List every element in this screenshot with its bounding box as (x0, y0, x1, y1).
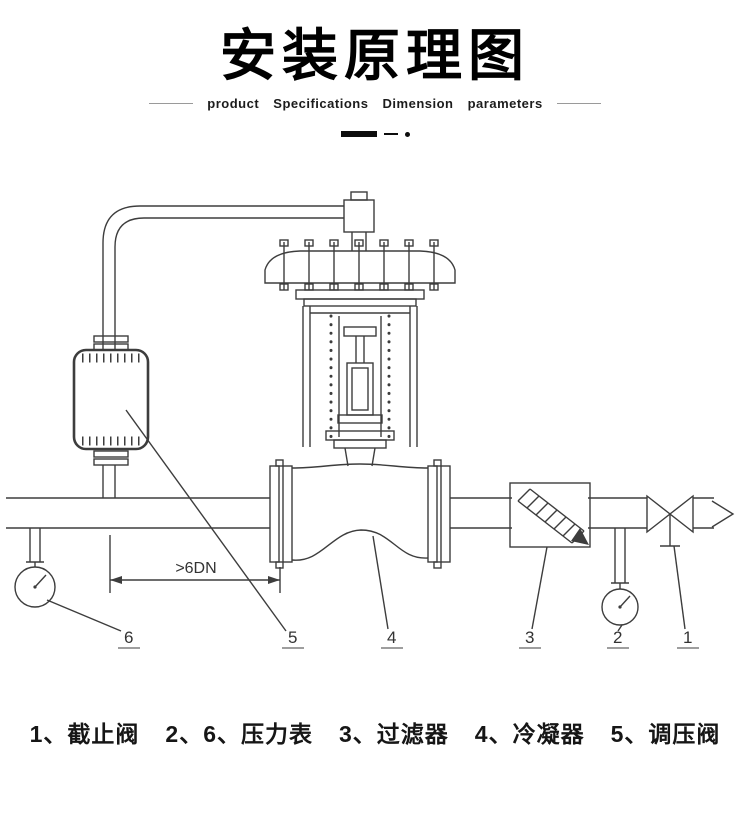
valve-yoke (302, 306, 418, 467)
installation-diagram: >6DN (6, 191, 735, 649)
callout-2: 2 (613, 628, 622, 647)
callout-6: 6 (124, 628, 133, 647)
legend-item-stop-valve: 1、截止阀 (29, 721, 140, 748)
divider-dot (404, 131, 410, 137)
legend-item-condenser: 4、冷凝器 (474, 721, 585, 748)
callout-1: 1 (683, 628, 692, 647)
condensate-tank (72, 335, 150, 499)
callout-4: 4 (387, 628, 396, 647)
page-title: 安装原理图 (220, 24, 530, 87)
callout-5: 5 (288, 628, 297, 647)
callout-leaders (46, 409, 699, 649)
header: 安装原理图 product Specifications Dimension p… (0, 0, 750, 138)
callout-numbers: 6 5 4 3 2 1 (124, 628, 692, 647)
divider-mark (0, 131, 750, 138)
divider-bar (340, 131, 377, 138)
legend-item-pressure-gauge: 2、6、压力表 (165, 721, 313, 748)
dimension-label: >6DN (175, 560, 216, 577)
legend-item-filter: 3、过滤器 (339, 721, 449, 748)
shutoff-valve (646, 494, 694, 548)
impulse-tubing (102, 205, 344, 352)
pressure-gauge-6 (14, 528, 56, 609)
filter (509, 482, 591, 549)
main-pipeline (6, 497, 714, 530)
actuator-dome (264, 239, 456, 308)
subtitle-rule-left (149, 103, 194, 105)
flow-arrow-icon (711, 500, 735, 528)
page-subtitle: product Specifications Dimension paramet… (207, 96, 543, 112)
dimension-annotation: >6DN (109, 535, 281, 594)
legend: 1、截止阀 2、6、压力表 3、过滤器 4、冷凝器 5、调压阀 (0, 715, 750, 749)
callout-3: 3 (525, 628, 534, 647)
subtitle-row: product Specifications Dimension paramet… (0, 96, 750, 111)
legend-item-regulating-valve: 5、调压阀 (610, 721, 721, 748)
signal-connector (343, 191, 375, 252)
divider-line (383, 133, 398, 136)
subtitle-rule-right (556, 103, 601, 105)
valve-body (269, 459, 451, 570)
pressure-gauge-2 (601, 528, 639, 627)
